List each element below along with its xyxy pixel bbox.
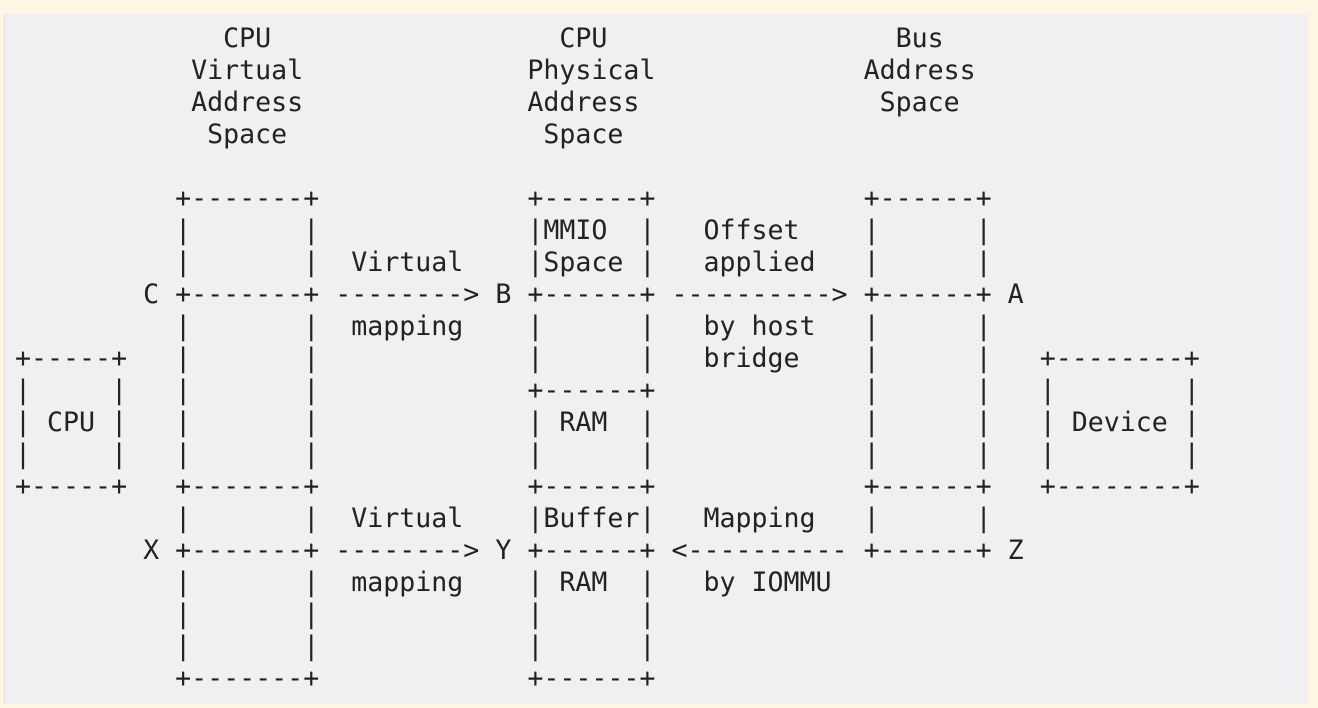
diagram-line: Address Address Space — [15, 87, 960, 118]
diagram-line: CPU CPU Bus — [15, 23, 944, 54]
diagram-line: +-------+ +------+ — [15, 663, 656, 694]
address-space-diagram: CPU CPU Bus Virtual Physical Address Add… — [15, 23, 1200, 695]
diagram-line: +-----+ | | | | bridge | | +--------+ — [15, 343, 1200, 374]
diagram-line: | | | | — [15, 599, 656, 630]
diagram-line: | | | | — [15, 631, 656, 662]
diagram-line: | | | | +------+ | | | | — [15, 375, 1200, 406]
diagram-line: | | Virtual |Space | applied | | — [15, 247, 992, 278]
diagram-line: | | mapping | | by host | | — [15, 311, 992, 342]
code-block: CPU CPU Bus Virtual Physical Address Add… — [4, 14, 1308, 704]
diagram-line: | CPU | | | | RAM | | | | Device | — [15, 407, 1200, 438]
diagram-line: +-------+ +------+ +------+ — [15, 183, 992, 214]
diagram-line: | | | | | | | | | | — [15, 439, 1200, 470]
diagram-line: | | |MMIO | Offset | | — [15, 215, 992, 246]
diagram-line: X +-------+ --------> Y +------+ <------… — [15, 535, 1024, 566]
diagram-line: | | mapping | RAM | by IOMMU — [15, 567, 832, 598]
diagram-line: Space Space — [15, 119, 624, 150]
diagram-line: Virtual Physical Address — [15, 55, 976, 86]
diagram-line: | | Virtual |Buffer| Mapping | | — [15, 503, 992, 534]
diagram-line: C +-------+ --------> B +------+ -------… — [15, 279, 1024, 310]
diagram-line: +-----+ +-------+ +------+ +------+ +---… — [15, 471, 1200, 502]
